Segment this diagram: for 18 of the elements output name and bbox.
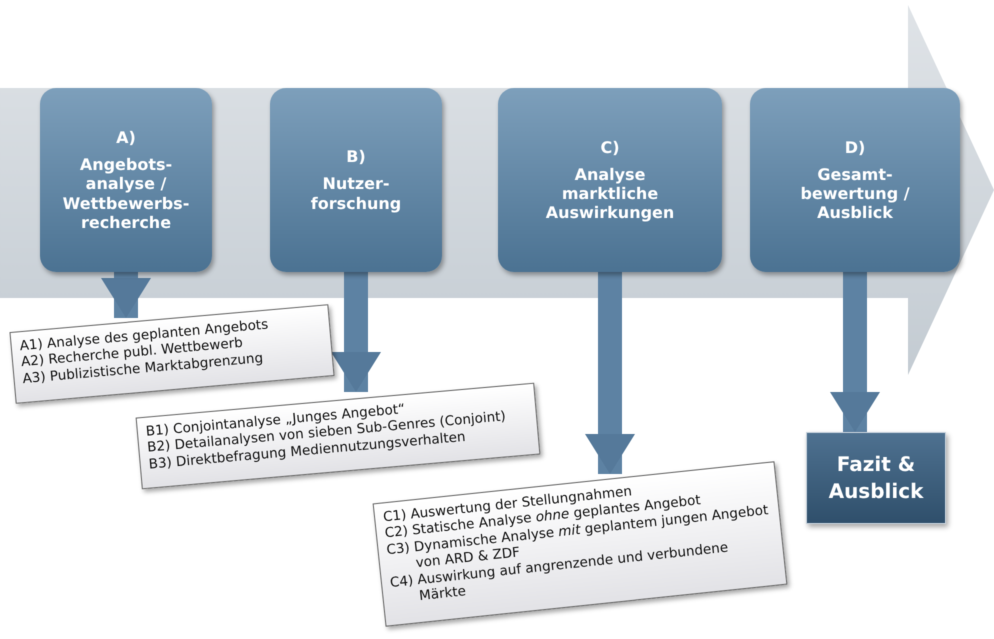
down-arrow xyxy=(830,272,880,432)
step-letter: D) xyxy=(844,138,866,157)
step-title: Angebots- analyse / Wettbewerbs- recherche xyxy=(62,155,190,232)
step-letter: C) xyxy=(600,138,620,157)
down-arrow xyxy=(101,272,151,318)
step-letter: B) xyxy=(346,147,366,166)
down-arrow xyxy=(331,272,381,392)
step-title: Gesamt- bewertung / Ausblick xyxy=(799,164,911,222)
process-box xyxy=(40,88,212,272)
process-box xyxy=(750,88,960,272)
step-title: Nutzer- forschung xyxy=(310,174,402,213)
step-title: Fazit & Ausblick xyxy=(828,451,925,505)
result-box xyxy=(806,432,946,524)
down-arrow xyxy=(585,272,635,474)
step-letter: A) xyxy=(116,128,136,148)
process-box xyxy=(498,88,722,272)
step-title: Analyse marktliche Auswirkungen xyxy=(544,164,676,222)
process-box xyxy=(270,88,442,272)
